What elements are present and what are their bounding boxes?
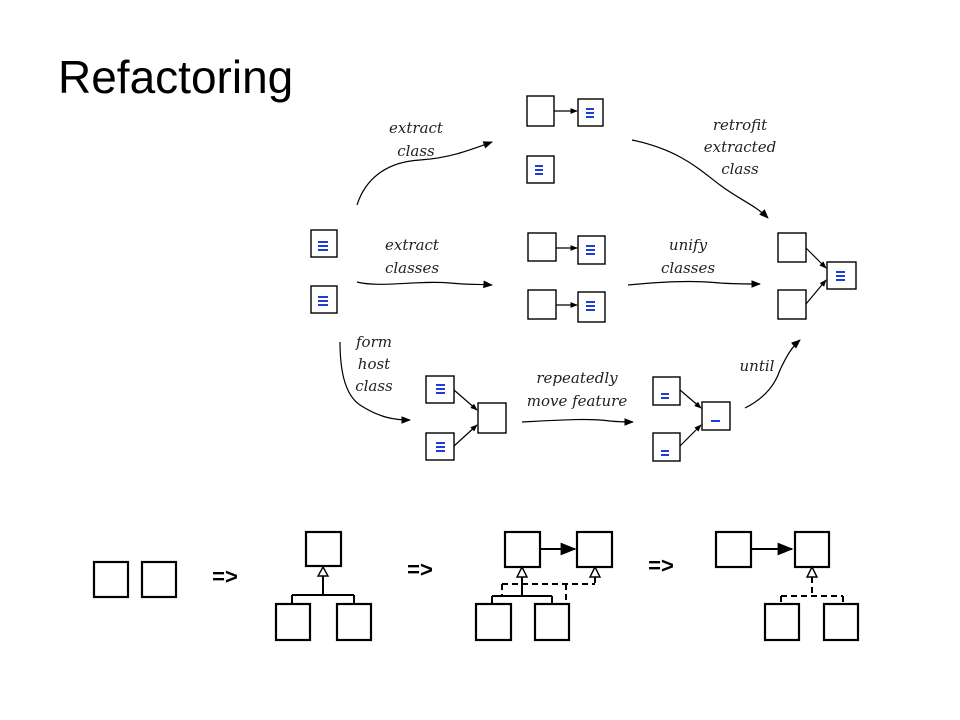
svg-text:class: class: [397, 142, 435, 160]
label-unify-classes: unify classes: [661, 236, 715, 277]
label-extract-classes: extract classes: [385, 236, 440, 277]
label-until: until: [740, 357, 775, 375]
transition-arrow-2: =>: [407, 557, 433, 582]
form-host-class-arrow: [339, 341, 411, 424]
label-extract-class: extract class: [389, 119, 444, 160]
svg-text:retrofit: retrofit: [713, 116, 768, 134]
svg-text:extracted: extracted: [704, 138, 776, 156]
svg-text:extract: extract: [385, 236, 440, 254]
svg-text:host: host: [358, 355, 391, 373]
transition-arrow-1: =>: [212, 564, 238, 589]
moving-features-group: [652, 376, 731, 462]
svg-text:class: class: [355, 377, 393, 395]
extracted-pair-bottom: [527, 289, 606, 323]
stage-2-common-superclass: [274, 530, 373, 642]
svg-text:repeatedly: repeatedly: [536, 369, 618, 387]
host-class-group: [425, 375, 507, 461]
stage-4-shared-delegate: [714, 530, 860, 642]
until-arrow: [744, 339, 801, 409]
label-form-host-class: form host class: [355, 333, 393, 395]
svg-text:unify: unify: [669, 236, 708, 254]
stage-1-separate-classes: [92, 560, 178, 599]
result-classes: [777, 232, 857, 320]
extracted-class-pair: [526, 95, 604, 127]
label-move-feature: repeatedly move feature: [527, 369, 628, 410]
source-class-top: [310, 229, 338, 258]
extract-class-arrow: [356, 141, 493, 206]
label-retrofit: retrofit extracted class: [704, 116, 776, 178]
svg-text:extract: extract: [389, 119, 444, 137]
extract-classes-arrow: [356, 280, 493, 289]
svg-text:classes: classes: [661, 259, 715, 277]
retrofit-arrow: [631, 139, 769, 219]
move-feature-arrow: [521, 418, 634, 426]
extracted-pair-top: [527, 232, 606, 265]
svg-text:class: class: [721, 160, 759, 178]
transition-arrow-3: =>: [648, 553, 674, 578]
svg-text:form: form: [355, 333, 392, 351]
svg-text:move feature: move feature: [527, 392, 628, 410]
source-class-bottom: [310, 285, 338, 314]
unify-classes-arrow: [627, 280, 761, 288]
svg-text:classes: classes: [385, 259, 439, 277]
stage-3-delegation: [474, 530, 614, 642]
remaining-class: [526, 155, 555, 184]
slide-title: Refactoring: [58, 51, 294, 103]
